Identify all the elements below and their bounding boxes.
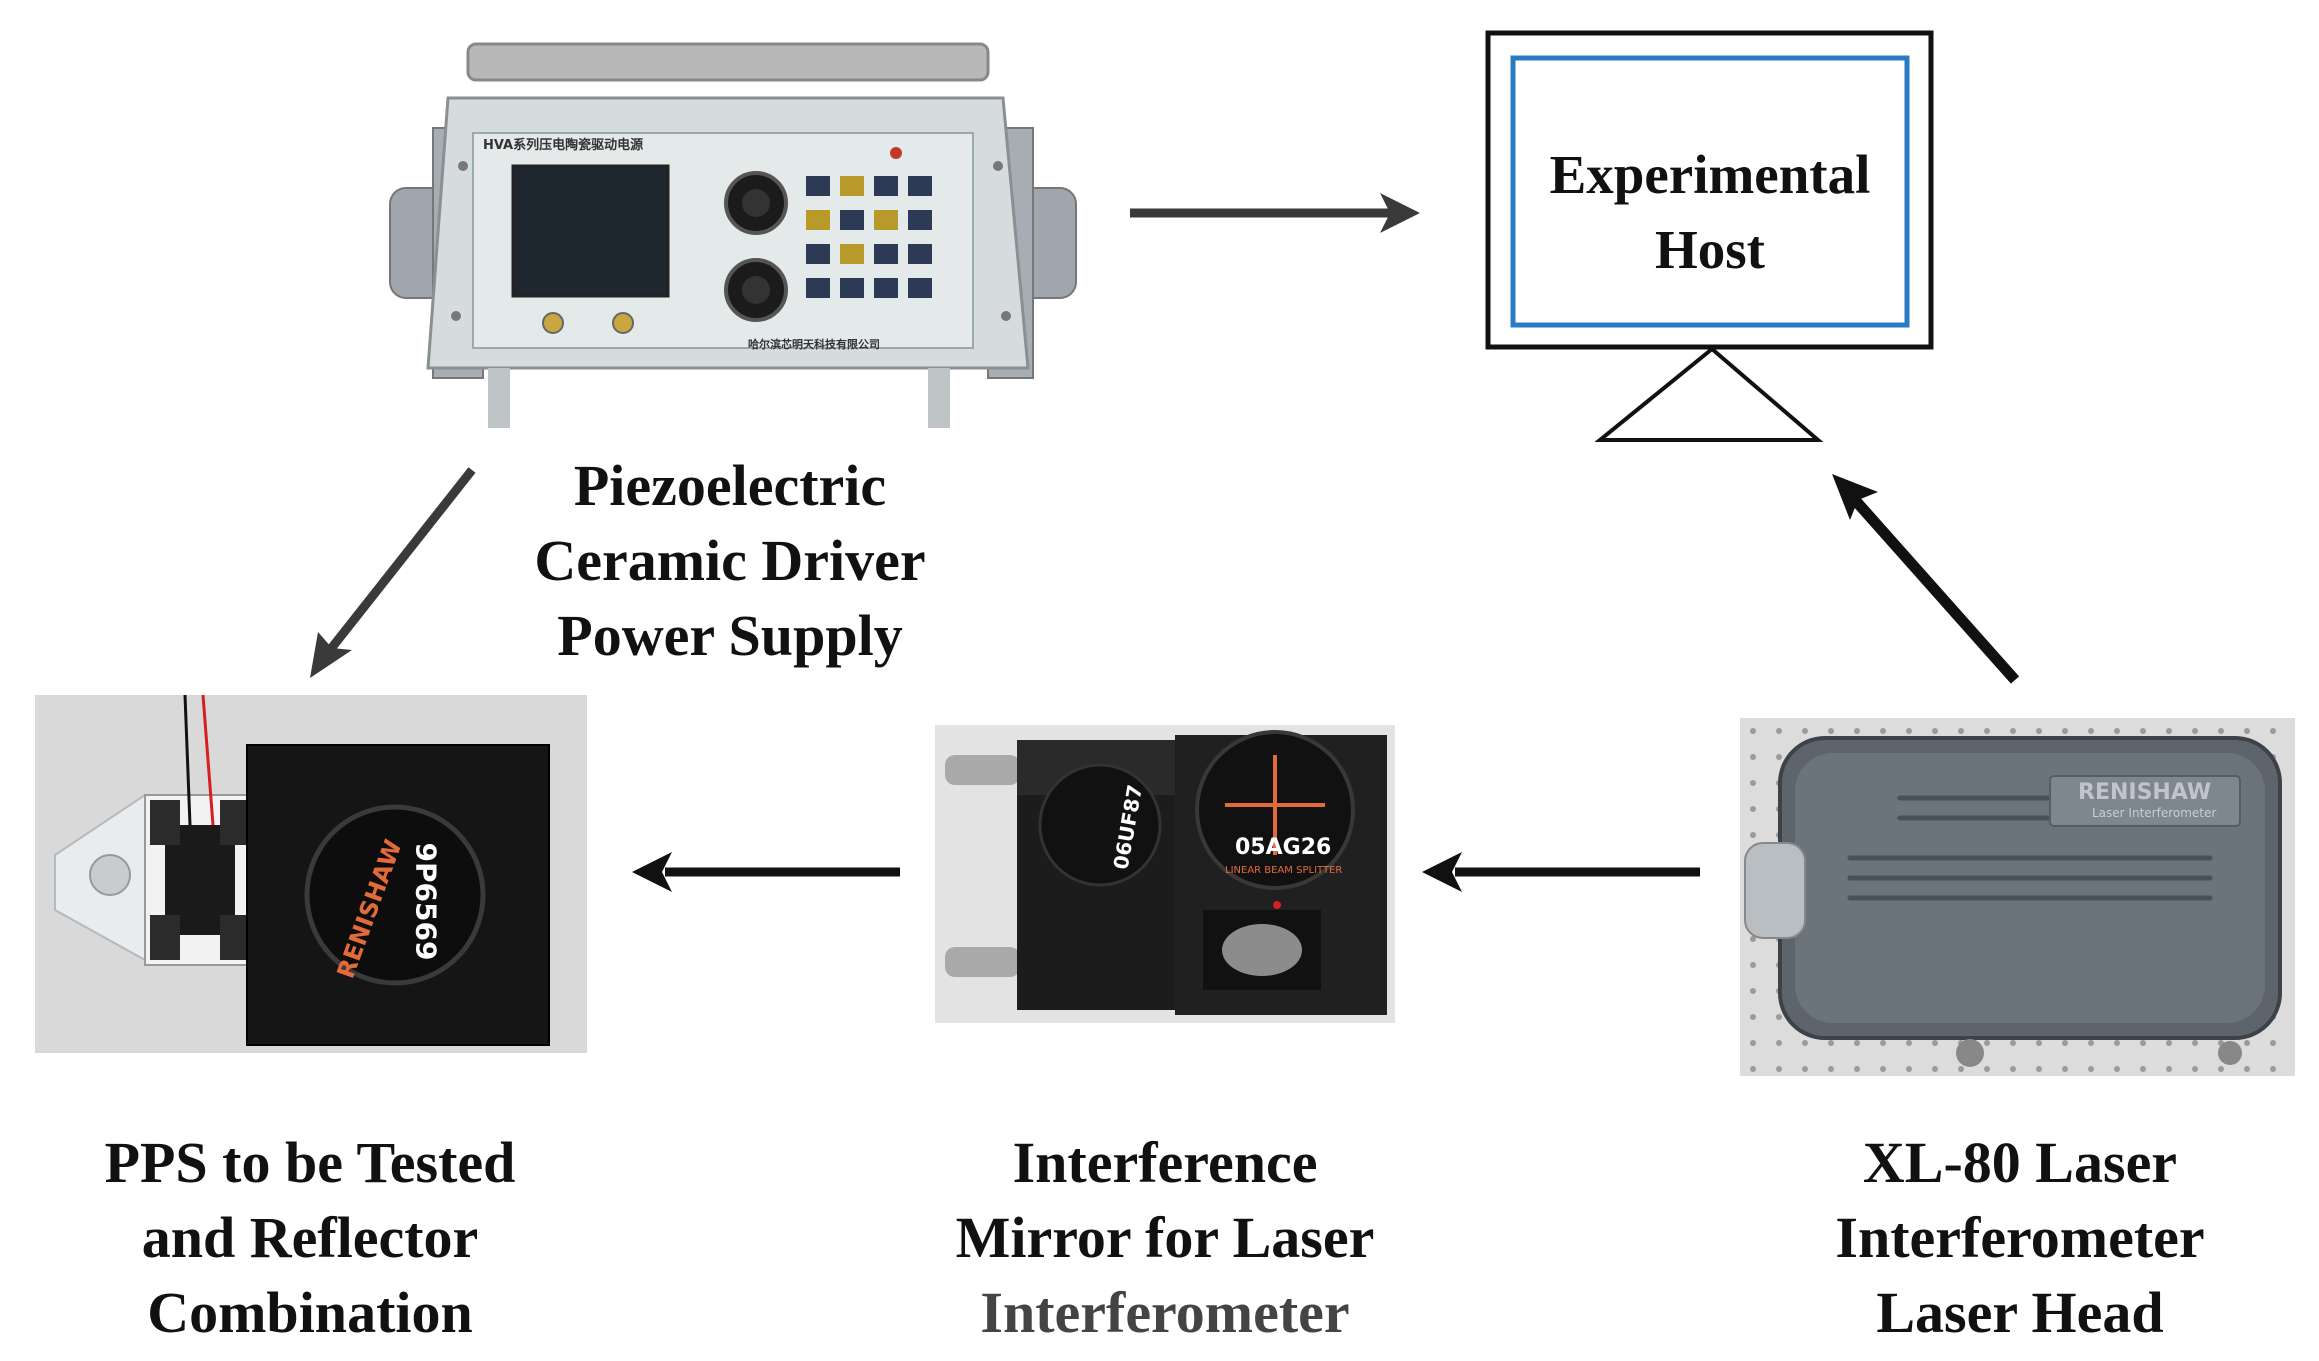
power-supply-photo: HVA系列压电陶瓷驱动电源 哈尔滨芯明天科技有限公司 (388, 38, 1078, 438)
laser-caption: Laser Interferometer (2092, 806, 2217, 820)
arrow-supply-to-host (1130, 193, 1420, 233)
laser-head-label-line-1: XL-80 Laser (1862, 1130, 2178, 1195)
pps-label-line-1: PPS to be Tested (104, 1130, 516, 1195)
power-supply-label: Piezoelectric Ceramic Driver Power Suppl… (480, 448, 980, 673)
arrow-mirror-to-pps (632, 852, 900, 892)
laser-head-label-line-3: Laser Head (1876, 1280, 2164, 1345)
host-label-line-2: Host (1655, 219, 1765, 280)
monitor-icon (1485, 30, 1934, 442)
power-supply-label-line-3: Power Supply (557, 603, 903, 668)
mirror-label-line-1: Interference (1012, 1130, 1318, 1195)
mirror-label-line-3: Interferometer (980, 1280, 1350, 1345)
mirror-label-line-2: Mirror for Laser (955, 1205, 1375, 1270)
driver-maker-text: 哈尔滨芯明天科技有限公司 (748, 338, 880, 351)
mirror-right-caption: LINEAR BEAM SPLITTER (1225, 865, 1343, 876)
pps-reflector-serial: 9P6569 (409, 842, 443, 961)
arrow-laser-to-host (1832, 474, 2020, 684)
arrow-laser-to-mirror (1422, 852, 1700, 892)
driver-panel-title: HVA系列压电陶瓷驱动电源 (483, 138, 644, 153)
power-supply-label-line-2: Ceramic Driver (534, 528, 926, 593)
pps-reflector-photo: RENISHAW 9P6569 (35, 695, 587, 1053)
laser-head-label-line-2: Interferometer (1835, 1205, 2205, 1270)
interference-mirror-photo: 06UF87 05AG26 LINEAR BEAM SPLITTER (935, 725, 1395, 1023)
host-label-line-1: Experimental (1549, 144, 1871, 205)
mirror-label: Interference Mirror for Laser Interferom… (920, 1125, 1410, 1350)
arrow-supply-to-pps (310, 467, 476, 678)
host-label: Experimental Host (1513, 137, 1907, 287)
laser-head-label: XL-80 Laser Interferometer Laser Head (1780, 1125, 2260, 1350)
laser-head-photo: RENISHAW Laser Interferometer (1740, 718, 2295, 1076)
pps-label-line-2: and Reflector (141, 1205, 479, 1270)
laser-brand: RENISHAW (2078, 780, 2212, 805)
pps-label: PPS to be Tested and Reflector Combinati… (40, 1125, 580, 1350)
mirror-right-serial: 05AG26 (1235, 835, 1332, 860)
power-supply-label-line-1: Piezoelectric (573, 453, 887, 518)
pps-label-line-3: Combination (147, 1280, 473, 1345)
